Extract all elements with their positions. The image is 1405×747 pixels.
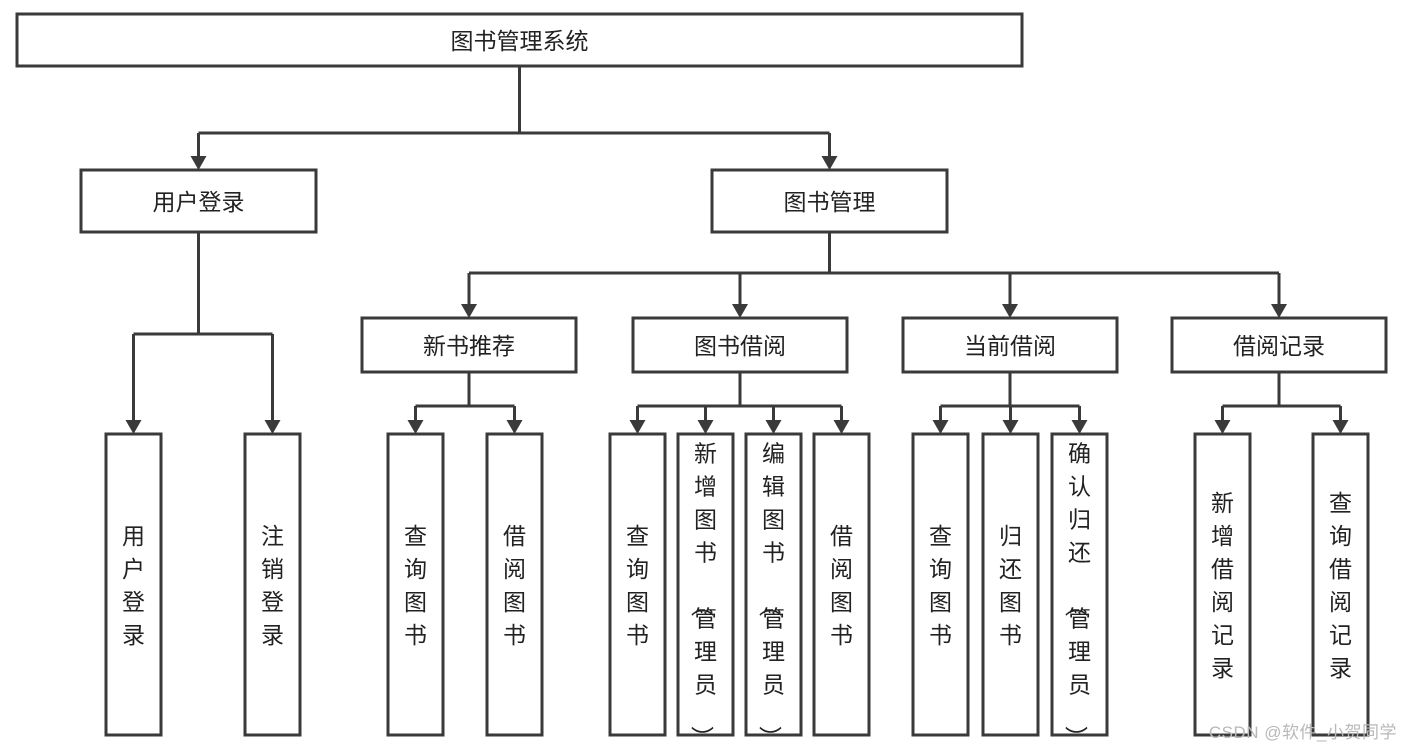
node-label: 查询图书 [404, 523, 427, 648]
node-leaf-query-book-3[interactable]: 查询图书 [911, 432, 970, 737]
node-box [79, 168, 318, 234]
node-label: 新增借阅记录 [1211, 490, 1234, 681]
node-box [812, 432, 871, 737]
connector-arrowhead [125, 420, 142, 434]
node-box [710, 168, 949, 234]
node-label: 借阅图书 [830, 523, 853, 648]
node-box [1193, 432, 1252, 737]
node-leaf-query-record[interactable]: 查询借阅记录 [1311, 432, 1370, 737]
node-label: 用户登录 [122, 523, 145, 648]
node-leaf-add-record[interactable]: 新增借阅记录 [1193, 432, 1252, 737]
node-label: 新书推荐 [423, 333, 515, 359]
connector-arrowhead [821, 156, 838, 170]
connector-arrowhead [732, 304, 748, 318]
node-box [1050, 432, 1109, 737]
node-leaf-query-book-2[interactable]: 查询图书 [608, 432, 667, 737]
node-box [386, 432, 445, 737]
node-new-book-recommend[interactable]: 新书推荐 [360, 316, 578, 374]
connector-arrowhead [264, 420, 281, 434]
connector-arrowhead [1214, 420, 1231, 434]
connector-arrowhead [407, 420, 424, 434]
node-book-borrow[interactable]: 图书借阅 [631, 316, 849, 374]
node-box [608, 432, 667, 737]
node-label: 借阅记录 [1233, 333, 1325, 359]
node-box [981, 432, 1040, 737]
node-label: 用户登录 [153, 189, 245, 215]
node-label: 查询图书 [929, 523, 952, 648]
node-leaf-return-book[interactable]: 归还图书 [981, 432, 1040, 737]
connector-arrowhead [1332, 420, 1349, 434]
connector-arrowhead [1002, 420, 1019, 434]
node-box [1170, 316, 1388, 374]
connector-arrowhead [1271, 304, 1287, 318]
connector-arrowhead [765, 420, 782, 434]
connector-arrowhead [833, 420, 850, 434]
connector-arrowhead [1002, 304, 1018, 318]
node-label: 确认归还（管理员） [1063, 441, 1091, 747]
node-box [911, 432, 970, 737]
node-box [631, 316, 849, 374]
node-borrow-record[interactable]: 借阅记录 [1170, 316, 1388, 374]
node-leaf-query-book-1[interactable]: 查询图书 [386, 432, 445, 737]
node-label: 借阅图书 [503, 523, 526, 648]
node-current-borrow[interactable]: 当前借阅 [901, 316, 1119, 374]
connector-arrowhead [1071, 420, 1088, 434]
node-leaf-user-logout[interactable]: 注销登录 [243, 432, 302, 737]
node-label: 归还图书 [999, 523, 1022, 648]
node-box [104, 432, 163, 737]
watermark-label: CSDN @软件_小贺同学 [1208, 723, 1397, 742]
node-leaf-user-login[interactable]: 用户登录 [104, 432, 163, 737]
node-box [360, 316, 578, 374]
node-box [243, 432, 302, 737]
node-box [676, 432, 735, 737]
node-label: 当前借阅 [964, 333, 1056, 359]
node-box [1311, 432, 1370, 737]
node-leaf-borrow-book-1[interactable]: 借阅图书 [485, 432, 544, 737]
node-label: 图书管理系统 [451, 28, 589, 54]
node-label: 图书管理 [784, 189, 876, 215]
node-leaf-add-book[interactable]: 新增图书（管理员） [676, 432, 735, 747]
node-leaf-borrow-book-2[interactable]: 借阅图书 [812, 432, 871, 737]
node-box [485, 432, 544, 737]
connector-arrowhead [190, 156, 207, 170]
node-label: 注销登录 [261, 523, 284, 648]
connector-arrowhead [629, 420, 646, 434]
node-user-login[interactable]: 用户登录 [79, 168, 318, 234]
node-leaf-edit-book[interactable]: 编辑图书（管理员） [744, 432, 803, 747]
node-label: 查询借阅记录 [1329, 490, 1352, 681]
node-label: 新增图书（管理员） [689, 441, 717, 747]
node-label: 编辑图书（管理员） [757, 441, 785, 747]
node-book-manage[interactable]: 图书管理 [710, 168, 949, 234]
node-box [15, 12, 1024, 68]
connector-arrowhead [932, 420, 949, 434]
connector-arrowhead [506, 420, 523, 434]
connector-arrowhead [461, 304, 477, 318]
node-label: 查询图书 [626, 523, 649, 648]
node-leaf-confirm-return[interactable]: 确认归还（管理员） [1050, 432, 1109, 747]
node-label: 图书借阅 [694, 333, 786, 359]
node-box [901, 316, 1119, 374]
node-box [744, 432, 803, 737]
node-root-book-management-system[interactable]: 图书管理系统 [15, 12, 1024, 68]
connector-arrowhead [697, 420, 714, 434]
